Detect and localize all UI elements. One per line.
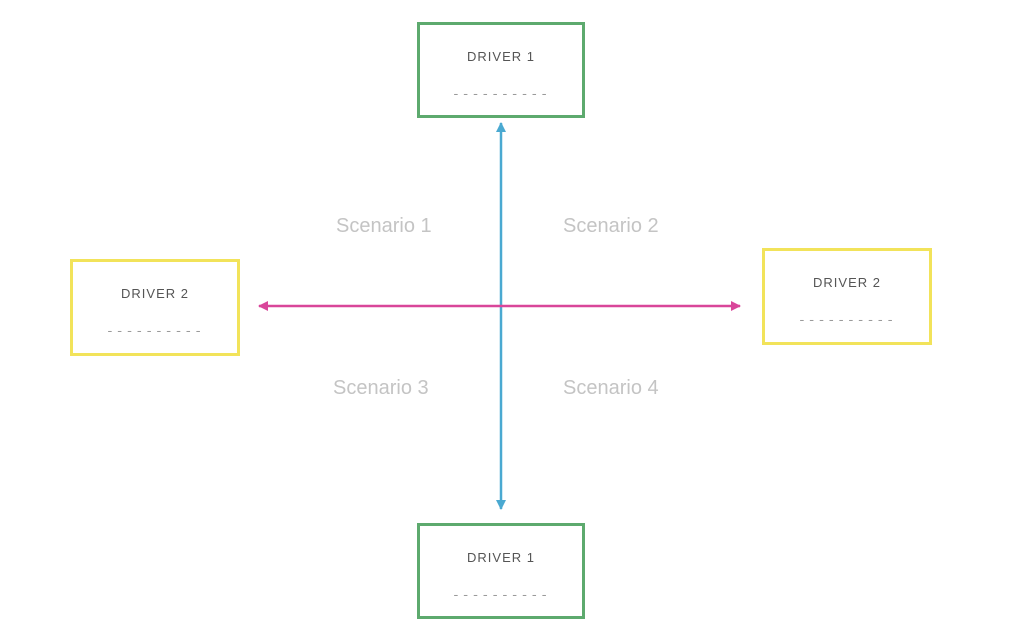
driver-2-left-title: DRIVER 2 xyxy=(121,286,189,301)
driver-2-right-title: DRIVER 2 xyxy=(813,275,881,290)
driver-2-left-box: DRIVER 2 ---------- xyxy=(70,259,240,356)
driver-1-bottom-title: DRIVER 1 xyxy=(467,550,535,565)
scenario-1-label: Scenario 1 xyxy=(336,215,432,237)
driver-1-top-placeholder: ---------- xyxy=(451,87,550,102)
scenario-3-label: Scenario 3 xyxy=(333,377,429,399)
scenario-4-label: Scenario 4 xyxy=(563,377,659,399)
driver-1-bottom-box: DRIVER 1 ---------- xyxy=(417,523,585,619)
driver-2-right-box: DRIVER 2 ---------- xyxy=(762,248,932,345)
scenario-2-label: Scenario 2 xyxy=(563,215,659,237)
driver-2-right-placeholder: ---------- xyxy=(797,313,896,328)
driver-1-top-box: DRIVER 1 ---------- xyxy=(417,22,585,118)
driver-2-left-placeholder: ---------- xyxy=(105,324,204,339)
driver-1-top-title: DRIVER 1 xyxy=(467,49,535,64)
driver-1-bottom-placeholder: ---------- xyxy=(451,588,550,603)
